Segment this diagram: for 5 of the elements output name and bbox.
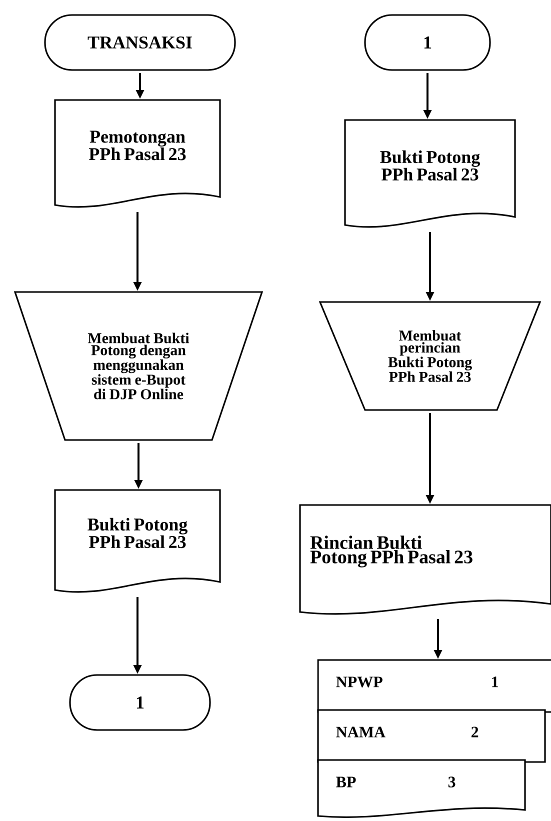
document-sheet: BP 3: [317, 759, 526, 818]
node-label: BP: [336, 776, 356, 788]
node-label: 3: [448, 776, 456, 788]
document-sheet: NPWP 1: [317, 659, 551, 713]
document-sheet: NAMA 2: [317, 709, 546, 763]
